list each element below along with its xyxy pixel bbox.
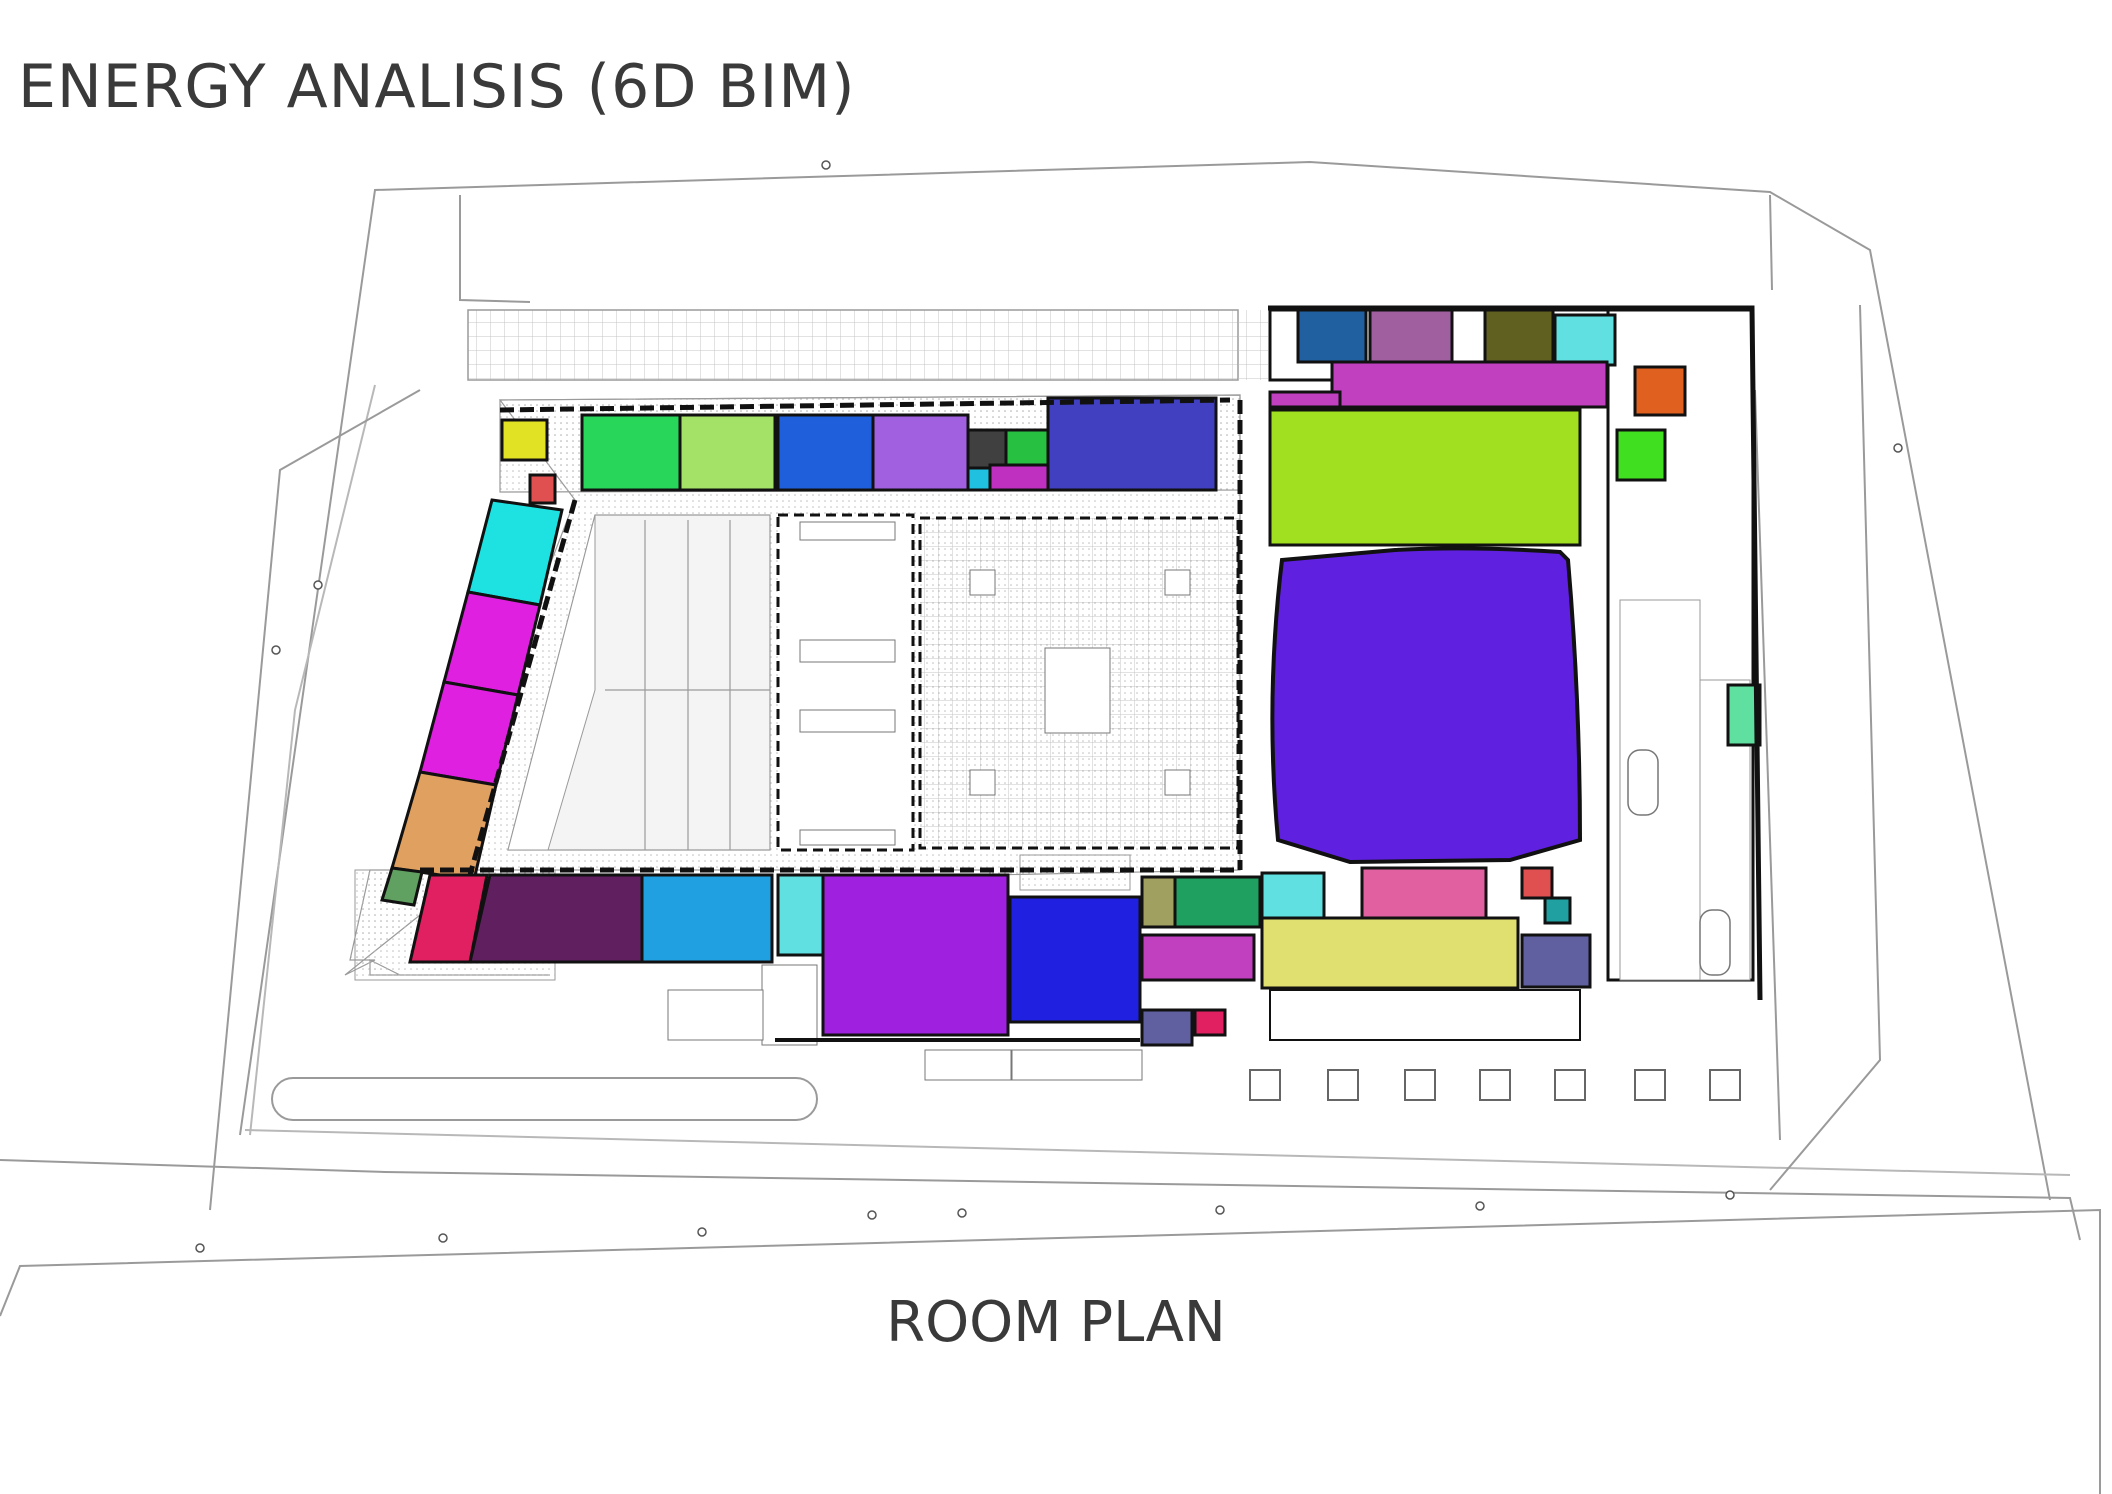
- room-pale-cyan: [776, 873, 828, 957]
- landscape-strip: [467, 309, 1239, 381]
- room-bright-green: [580, 413, 682, 492]
- room-green: [1615, 428, 1667, 482]
- room-royal-blue: [776, 413, 875, 492]
- room-light-green: [678, 413, 777, 492]
- room-wc-green: [1004, 428, 1050, 467]
- room-pink: [1360, 866, 1488, 922]
- middle-block: [776, 513, 915, 852]
- room-pale-cyan-2: [1260, 871, 1326, 925]
- walls: [420, 397, 1243, 876]
- room-green-small: [380, 866, 424, 907]
- room-olive-khaki: [1140, 875, 1177, 929]
- room-violet: [821, 873, 1010, 1037]
- bollards: [1249, 1069, 1741, 1101]
- room-slate: [1520, 933, 1592, 989]
- room-sky-blue: [640, 873, 774, 964]
- planter: [271, 1077, 818, 1121]
- room-slate-2: [1140, 1008, 1194, 1047]
- courtyard-void: [1044, 647, 1111, 734]
- page-title: ENERGY ANALISIS (6D BIM): [18, 52, 856, 122]
- room-blue: [1008, 895, 1142, 1024]
- room-plum: [468, 873, 644, 964]
- room-olive: [1483, 308, 1555, 364]
- room-steel-blue: [1296, 308, 1368, 364]
- room-orchid-lower: [1140, 933, 1256, 982]
- room-lime: [1268, 408, 1582, 547]
- room-cyan-small: [966, 466, 992, 492]
- rooms: [380, 308, 1762, 1047]
- landscape-strip-2: [1238, 310, 1268, 380]
- room-indigo: [1046, 396, 1218, 492]
- room-teal-small: [1543, 896, 1572, 925]
- room-magenta-small: [988, 463, 1050, 492]
- room-orchid-corridor-2: [1268, 390, 1342, 409]
- site-outline: [0, 160, 2101, 1494]
- car-icons: [1627, 749, 1731, 976]
- room-yellow: [500, 418, 549, 462]
- room-auditorium: [1270, 546, 1583, 865]
- room-lavender: [871, 413, 970, 492]
- west-wedge: [507, 514, 596, 851]
- room-red-small-2: [1520, 866, 1554, 900]
- room-dark-orange: [1633, 365, 1687, 417]
- room-red-small: [528, 473, 557, 505]
- room-mauve: [1368, 308, 1454, 364]
- room-wc-dark: [966, 428, 1008, 470]
- room-orchid-corridor: [1330, 360, 1609, 409]
- lamp-markers: [195, 160, 1903, 1253]
- room-teal-green: [1173, 875, 1262, 929]
- room-pale-yellow: [1260, 916, 1520, 990]
- room-crimson-small: [1193, 1008, 1227, 1037]
- room-turquoise: [1553, 313, 1617, 367]
- room-plan-label: ROOM PLAN: [886, 1290, 1226, 1355]
